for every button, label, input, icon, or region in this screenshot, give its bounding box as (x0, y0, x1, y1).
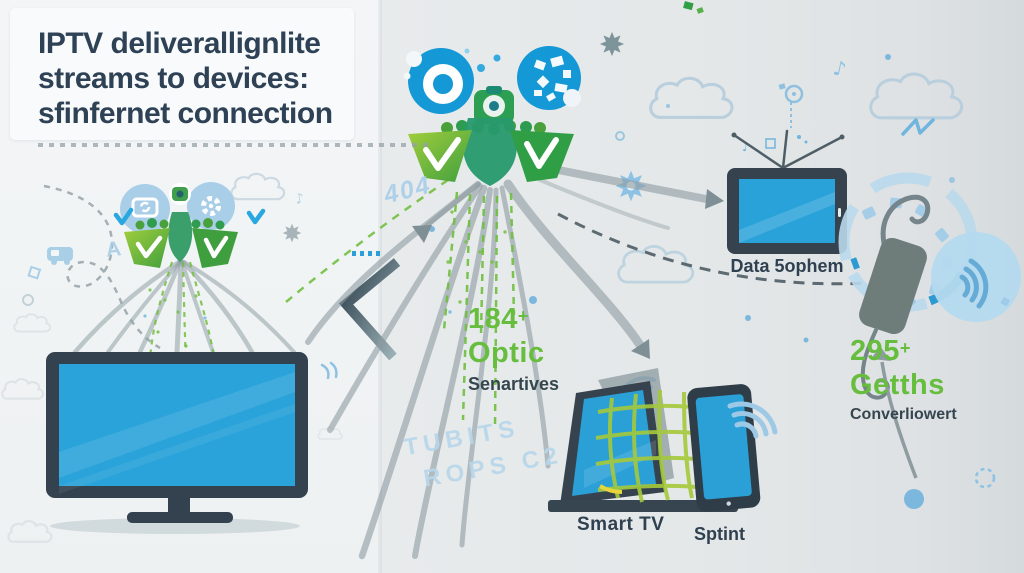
satellite-hub-icon (403, 46, 581, 186)
smart-tv-icon (548, 368, 738, 512)
arrowheads (412, 189, 724, 359)
dashed-meander-line (43, 184, 161, 350)
phone-label: Sptint (694, 524, 745, 544)
main-hub-green-dashes (442, 191, 516, 429)
tablet-label: Data 5ophem (730, 256, 844, 276)
title-line-2: streams to devices: (38, 62, 309, 95)
chevron-icon (338, 258, 401, 361)
small-hub-icon (113, 182, 266, 268)
smart-tv-label: Smart TV (577, 514, 665, 535)
stat-optic: 184+ Optic Senartives (468, 299, 559, 393)
main-stream-dots (446, 210, 507, 384)
title-line-3: sfinfernet connection (38, 97, 333, 130)
panel-divider (378, 0, 382, 573)
misc-dot-doodles (22, 1, 996, 509)
stat-optic-label: Optic (468, 337, 545, 369)
smartphone-icon (687, 384, 761, 512)
tv-icon (46, 352, 308, 534)
doodle-letter-a: A (104, 237, 123, 262)
left-hub-streams (72, 259, 296, 355)
truck-icon (47, 247, 73, 265)
title-line-1: IPTV deliverallignlite (38, 27, 321, 60)
plug-adapter-icon (838, 172, 1021, 479)
music-note-icons: ♪ ♪ ♪ (294, 55, 849, 208)
left-hub-green-dashes (148, 261, 216, 369)
main-hub-streams (305, 162, 710, 560)
stat-getths: 295+ Getths Converliowert (850, 331, 957, 423)
stat-optic-sublabel: Senartives (468, 374, 560, 394)
title-card (10, 8, 354, 140)
svg-text:♪: ♪ (831, 55, 848, 81)
wifi-icon (959, 258, 989, 309)
page-title: IPTV deliverallignlite streams to device… (38, 26, 368, 131)
stat-getths-label: Getths (850, 369, 945, 401)
wifi-icon-phone (727, 401, 778, 439)
tablet-antenna-icon (727, 83, 847, 254)
stat-optic-value: 184+ (468, 303, 529, 335)
stat-getths-value: 295+ (850, 335, 911, 367)
svg-text:♪: ♪ (742, 140, 750, 154)
stat-getths-sublabel: Converliowert (850, 406, 957, 423)
stream-sparkle-dots (143, 288, 207, 348)
dotted-divider (38, 143, 432, 147)
svg-text:♪: ♪ (294, 191, 306, 208)
